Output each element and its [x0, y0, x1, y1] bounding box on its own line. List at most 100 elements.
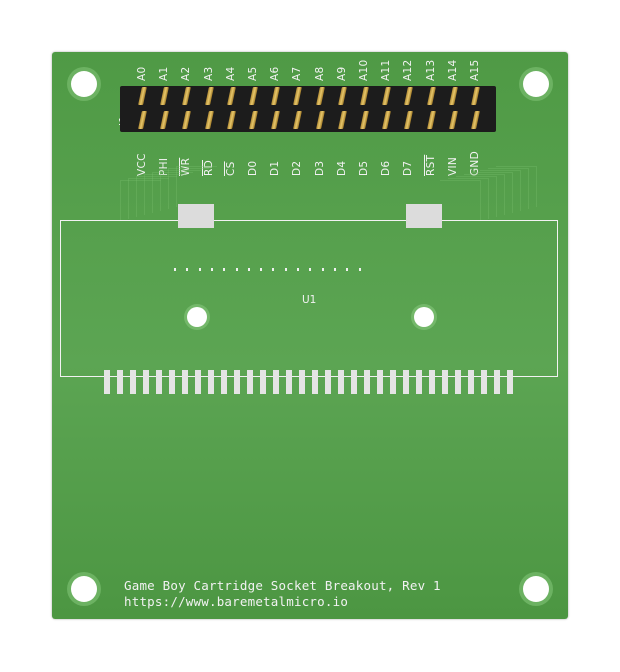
edge-pad — [169, 370, 175, 394]
via — [272, 268, 275, 271]
via — [186, 268, 189, 271]
edge-pad — [104, 370, 110, 394]
top-pin-label: A15 — [469, 59, 481, 81]
edge-pad — [364, 370, 370, 394]
edge-pad — [130, 370, 136, 394]
trace-left — [176, 166, 217, 207]
bottom-pin-label: RST — [424, 154, 437, 176]
bottom-pin-label: D3 — [313, 160, 326, 176]
top-pin-label: A2 — [180, 66, 193, 81]
socket-ref-label: U1 — [302, 294, 317, 306]
edge-pad — [468, 370, 474, 394]
pin-header-j1 — [120, 86, 496, 132]
top-pin-label: A7 — [291, 66, 304, 81]
bottom-pin-label: D5 — [358, 160, 370, 176]
pcb-board — [52, 52, 568, 619]
via — [321, 268, 324, 271]
top-pin-label: A10 — [358, 59, 370, 81]
edge-pad — [156, 370, 162, 394]
cartridge-socket-outline — [60, 220, 558, 377]
trace-left — [128, 178, 169, 219]
mounting-hole-bottom-right — [523, 576, 549, 602]
edge-pad — [416, 370, 422, 394]
top-pin-label: A6 — [269, 66, 282, 81]
via — [346, 268, 349, 271]
edge-pad — [299, 370, 305, 394]
trace-right — [448, 178, 489, 219]
bottom-pin-label: VCC — [136, 153, 148, 176]
bottom-pin-label: D6 — [380, 160, 393, 176]
edge-pad — [351, 370, 357, 394]
edge-pad — [208, 370, 214, 394]
edge-pad — [286, 370, 292, 394]
board-title: Game Boy Cartridge Socket Breakout, Rev … — [124, 578, 441, 593]
trace-right — [496, 166, 537, 207]
via — [210, 268, 213, 271]
trace-right — [488, 168, 529, 209]
edge-pad — [507, 370, 513, 394]
top-pin-label: A4 — [224, 66, 237, 81]
top-pin-label: A8 — [313, 66, 326, 81]
top-pin-label: A3 — [202, 66, 215, 81]
edge-pad — [377, 370, 383, 394]
trace-right — [464, 174, 505, 215]
trace-left — [136, 176, 177, 217]
top-pin-label: A12 — [402, 59, 415, 81]
socket-hole-left — [187, 307, 207, 327]
via — [260, 268, 263, 271]
socket-pad-left — [178, 204, 214, 228]
via — [284, 268, 287, 271]
top-pin-label: A11 — [380, 59, 393, 81]
via — [333, 268, 336, 271]
top-pin-label: A14 — [446, 59, 459, 81]
edge-pad — [481, 370, 487, 394]
via — [174, 268, 176, 271]
edge-pad — [494, 370, 500, 394]
edge-pad — [429, 370, 435, 394]
edge-pad — [182, 370, 188, 394]
via — [235, 268, 238, 271]
trace-left — [144, 174, 185, 215]
edge-pad — [312, 370, 318, 394]
trace-left — [160, 170, 201, 211]
via — [309, 268, 312, 271]
edge-pad — [221, 370, 227, 394]
trace-left — [168, 168, 209, 209]
edge-pad — [195, 370, 201, 394]
via — [198, 268, 201, 271]
edge-pad — [325, 370, 331, 394]
edge-pad — [234, 370, 240, 394]
bottom-pin-label: D1 — [269, 160, 282, 176]
bottom-pin-label: D2 — [291, 160, 304, 176]
bottom-pin-label: D7 — [402, 160, 415, 176]
mounting-hole-top-left — [71, 71, 97, 97]
trace-right — [480, 170, 521, 211]
edge-pad — [143, 370, 149, 394]
socket-hole-right — [414, 307, 434, 327]
trace-left — [152, 172, 193, 213]
edge-pad — [273, 370, 279, 394]
trace-right — [472, 172, 513, 213]
via — [358, 268, 361, 271]
top-pin-label: A5 — [247, 66, 259, 81]
bottom-pin-label: VIN — [446, 156, 459, 176]
top-pin-label: A13 — [424, 59, 437, 81]
bottom-pin-label: D4 — [335, 160, 348, 176]
via — [297, 268, 299, 271]
edge-pad — [442, 370, 448, 394]
bottom-pin-label: CS — [224, 161, 237, 176]
top-pin-label: A1 — [158, 66, 171, 81]
mounting-hole-top-right — [523, 71, 549, 97]
edge-pad — [338, 370, 344, 394]
edge-pad — [403, 370, 409, 394]
edge-pad — [260, 370, 266, 394]
edge-pad — [390, 370, 396, 394]
top-pin-label: A9 — [335, 66, 348, 81]
bottom-pin-label: D0 — [247, 160, 259, 176]
socket-pad-right — [406, 204, 442, 228]
top-pin-label: A0 — [136, 66, 148, 81]
mounting-hole-bottom-left — [71, 576, 97, 602]
edge-pad — [455, 370, 461, 394]
trace-left — [120, 180, 161, 221]
edge-pad — [117, 370, 123, 394]
